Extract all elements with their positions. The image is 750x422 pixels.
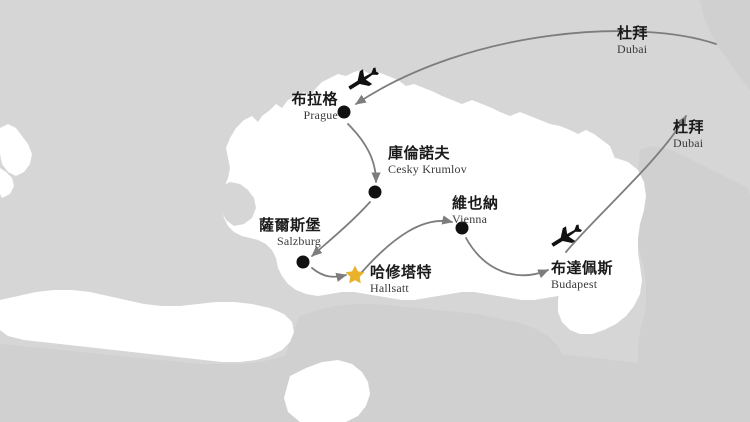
marker-layer [296,105,469,284]
land-southwest-white [0,290,294,362]
city-label-dubai-departure: 杜拜 Dubai [673,118,705,150]
route-vienna-to-budapest [465,237,549,279]
city-label-budapest: 布達佩斯 Budapest [551,259,614,291]
marker-salzburg[interactable] [296,255,310,269]
route-prague-to-cesky-krumlov [347,123,381,184]
city-name-cn-prague: 布拉格 [291,90,338,108]
route-dubai-to-prague [355,30,717,105]
city-name-en-salzburg: Salzburg [276,234,321,248]
route-salzburg-to-hallsatt [311,267,348,282]
city-name-en-prague: Prague [303,108,338,122]
city-name-cn-budapest: 布達佩斯 [551,259,614,277]
land-east-gray [634,146,750,422]
land-left-coast [0,124,32,176]
route-budapest-to-dubai [565,115,687,253]
land-central-white [222,70,638,300]
land-left-coast-lower [0,168,14,198]
marker-prague[interactable] [337,105,351,119]
city-label-cesky-krumlov: 庫倫諾夫 Cesky Krumlov [388,144,467,176]
land-east-white-coast [558,158,646,334]
route-layer [311,30,717,282]
route-hallsatt-to-vienna [361,215,454,273]
land-south-gray [0,332,750,422]
city-name-cn-salzburg: 薩爾斯堡 [258,216,321,234]
city-name-cn-cesky-krumlov: 庫倫諾夫 [388,144,451,162]
city-label-prague: 布拉格 Prague [248,90,338,122]
city-name-cn-dubai-arrival: 杜拜 [617,24,649,42]
city-name-en-cesky-krumlov: Cesky Krumlov [388,162,467,176]
city-name-en-hallsatt: Hallsatt [370,281,409,295]
city-name-en-budapest: Budapest [551,277,598,291]
land-west-notch [221,182,256,226]
marker-vienna[interactable] [455,221,469,235]
city-label-dubai-arrival: 杜拜 Dubai [617,24,649,56]
marker-cesky-krumlov[interactable] [368,185,382,199]
city-name-en-dubai-arrival: Dubai [617,42,648,56]
land-northeast-edge [700,0,750,90]
city-name-cn-hallsatt: 哈修塔特 [370,263,433,281]
route-cesky-krumlov-to-salzburg [311,201,371,257]
marker-hallsatt-star[interactable] [345,265,365,284]
city-name-cn-dubai-departure: 杜拜 [673,118,705,136]
city-label-hallsatt: 哈修塔特 Hallsatt [370,263,433,295]
city-name-en-vienna: Vienna [452,212,488,226]
city-name-cn-vienna: 維也納 [452,194,499,212]
land-adriatic-white [284,360,370,422]
city-label-vienna: 維也納 Vienna [452,194,499,226]
city-name-en-dubai-departure: Dubai [673,136,704,150]
city-label-salzburg: 薩爾斯堡 Salzburg [231,216,321,248]
